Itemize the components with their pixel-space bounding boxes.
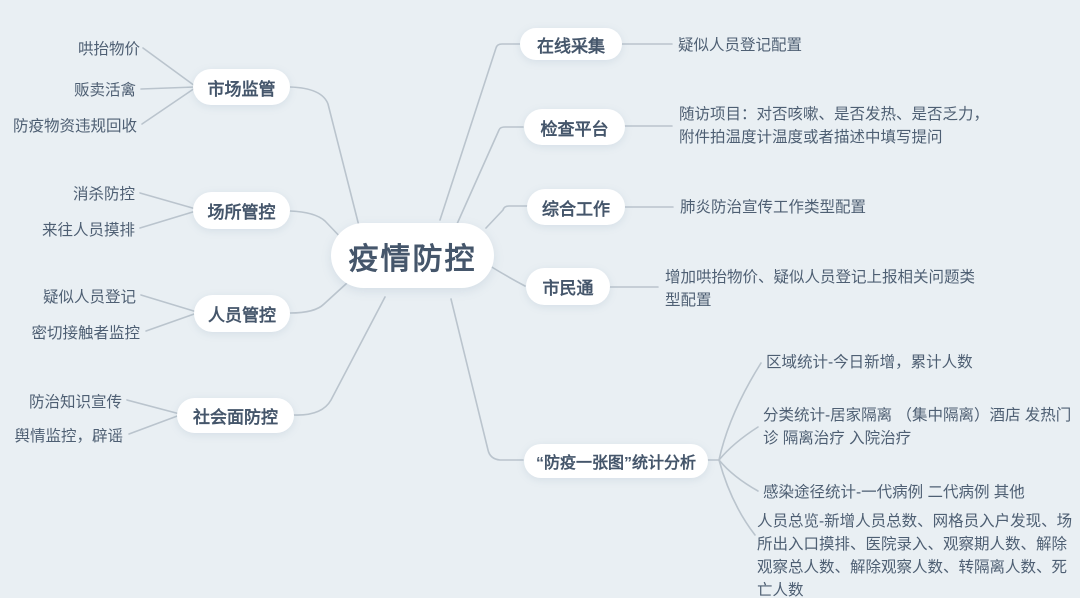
leaf-live-poultry: 贩卖活禽 <box>73 82 136 99</box>
leaf-disinfection: 消杀防控 <box>72 186 135 203</box>
node-inspection-platform: 检查平台 <box>524 109 625 145</box>
leaf-category-stats: 分类统计-居家隔离 （集中隔离）酒店 发热门诊 隔离治疗 入院治疗 <box>763 407 1072 447</box>
node-comprehensive-work: 综合工作 <box>527 189 625 225</box>
root-node-epidemic-prevention: 疫情防控 <box>331 223 494 288</box>
node-venue-control: 场所管控 <box>193 192 290 229</box>
node-epidemic-map-statistics: “防疫一张图”统计分析 <box>524 444 708 478</box>
leaf-visitor-screening: 来往人员摸排 <box>41 222 135 239</box>
node-market-regulation: 市场监管 <box>193 69 290 105</box>
leaf-close-contact-monitoring: 密切接触者监控 <box>31 325 140 342</box>
leaf-price-gouging: 哄抬物价 <box>77 41 140 58</box>
leaf-knowledge-promotion: 防治知识宣传 <box>28 394 122 411</box>
node-online-collection: 在线采集 <box>520 28 622 60</box>
leaf-personnel-overview: 人员总览-新增人员总数、网格员入户发现、场所出入口摸排、医院录入、观察期人数、解… <box>757 513 1073 598</box>
leaf-pneumonia-promo-config: 肺炎防治宣传工作类型配置 <box>680 199 867 216</box>
node-personnel-control: 人员管控 <box>194 295 290 332</box>
leaf-suspected-registration: 疑似人员登记 <box>42 289 136 306</box>
leaf-followup-items: 随访项目：对否咳嗽、是否发热、是否乏力，附件拍温度计温度或者描述中填写提问 <box>679 106 990 146</box>
node-social-prevention: 社会面防控 <box>177 398 294 433</box>
node-citizen-app: 市民通 <box>526 268 610 305</box>
leaf-citizen-report-config: 增加哄抬物价、疑似人员登记上报相关问题类型配置 <box>665 269 976 309</box>
leaf-supplies-recycling: 防疫物资违规回收 <box>12 118 137 135</box>
leaf-online-registration-config: 疑似人员登记配置 <box>678 37 803 54</box>
leaf-infection-route-stats: 感染途径统计-一代病例 二代病例 其他 <box>763 484 1025 501</box>
leaf-opinion-monitoring: 舆情监控，辟谣 <box>14 428 123 445</box>
leaf-region-stats: 区域统计-今日新增，累计人数 <box>766 354 973 371</box>
